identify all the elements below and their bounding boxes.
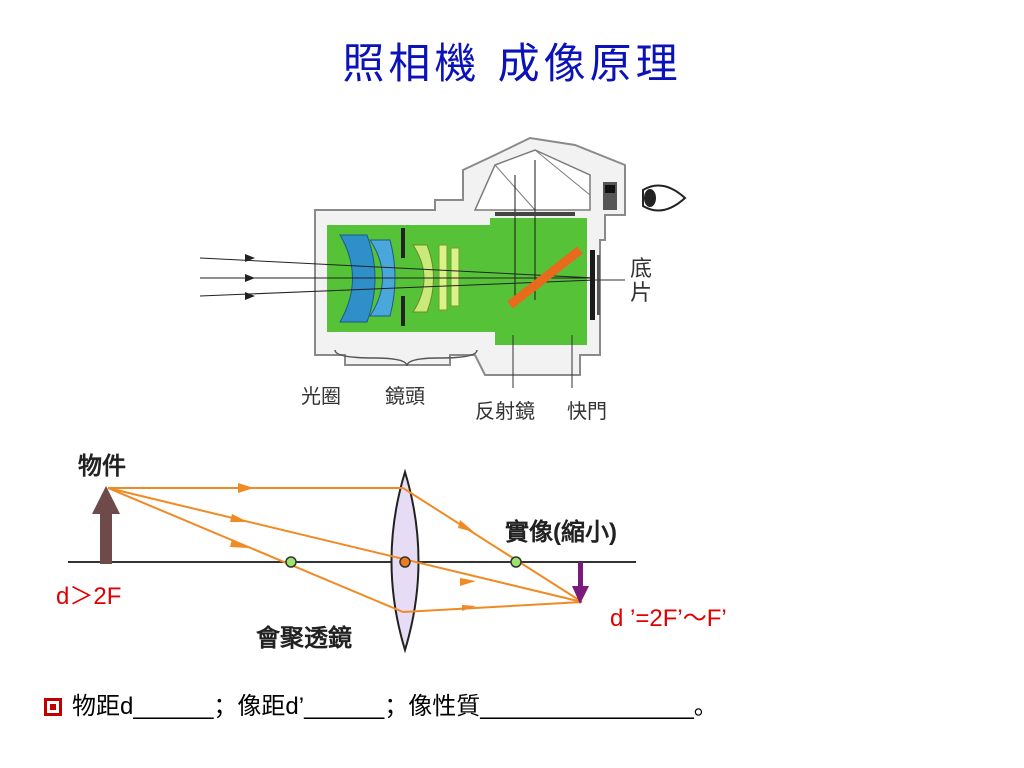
aperture-blade [401,228,405,258]
image-distance-label: d ’=2F’～F’ [610,605,727,632]
image-arrow-head [572,586,589,604]
ray-arrowheads [230,483,476,611]
object-label: 物件 [78,453,126,480]
slide-title: 照相機 成像原理 [342,39,682,88]
question-text: 物距d______；像距d’______；像性質________________… [72,693,718,720]
image-arrow-shaft [578,562,583,588]
object-arrow-head [92,486,120,514]
reflex-mirror [507,246,583,309]
image-label: 實像(縮小) [505,519,617,546]
focal-point-left [285,556,297,568]
aperture-label: 光圈 [301,384,341,408]
film-label: 底片 [629,257,652,306]
light-rays [107,487,583,613]
focal-point-right [510,556,522,568]
pentaprism [473,149,591,211]
mirror-label: 反射鏡 [475,399,535,423]
camera-cross-section: 光圈 鏡頭 反射鏡 快門 底片 [195,100,715,430]
camera-illustration [199,136,687,388]
film-plane [590,250,595,320]
rear-lens [412,244,434,313]
lens-center-point [399,556,411,568]
lens-brace [334,349,478,367]
lens-ray-diagram: 物件 實像(縮小) 會聚透鏡 d＞2F d ’=2F’～F’ [0,440,1024,670]
lens-label: 鏡頭 [385,384,425,408]
object-arrow-shaft [100,512,112,564]
object-distance-label: d＞2F [56,583,122,610]
shutter-label: 快門 [567,399,607,423]
ray-diagram-svg [68,468,636,654]
bullet-square-icon [44,698,62,716]
question-line: 物距d______；像距d’______；像性質________________… [44,686,1004,721]
lens-label: 會聚透鏡 [256,625,352,652]
